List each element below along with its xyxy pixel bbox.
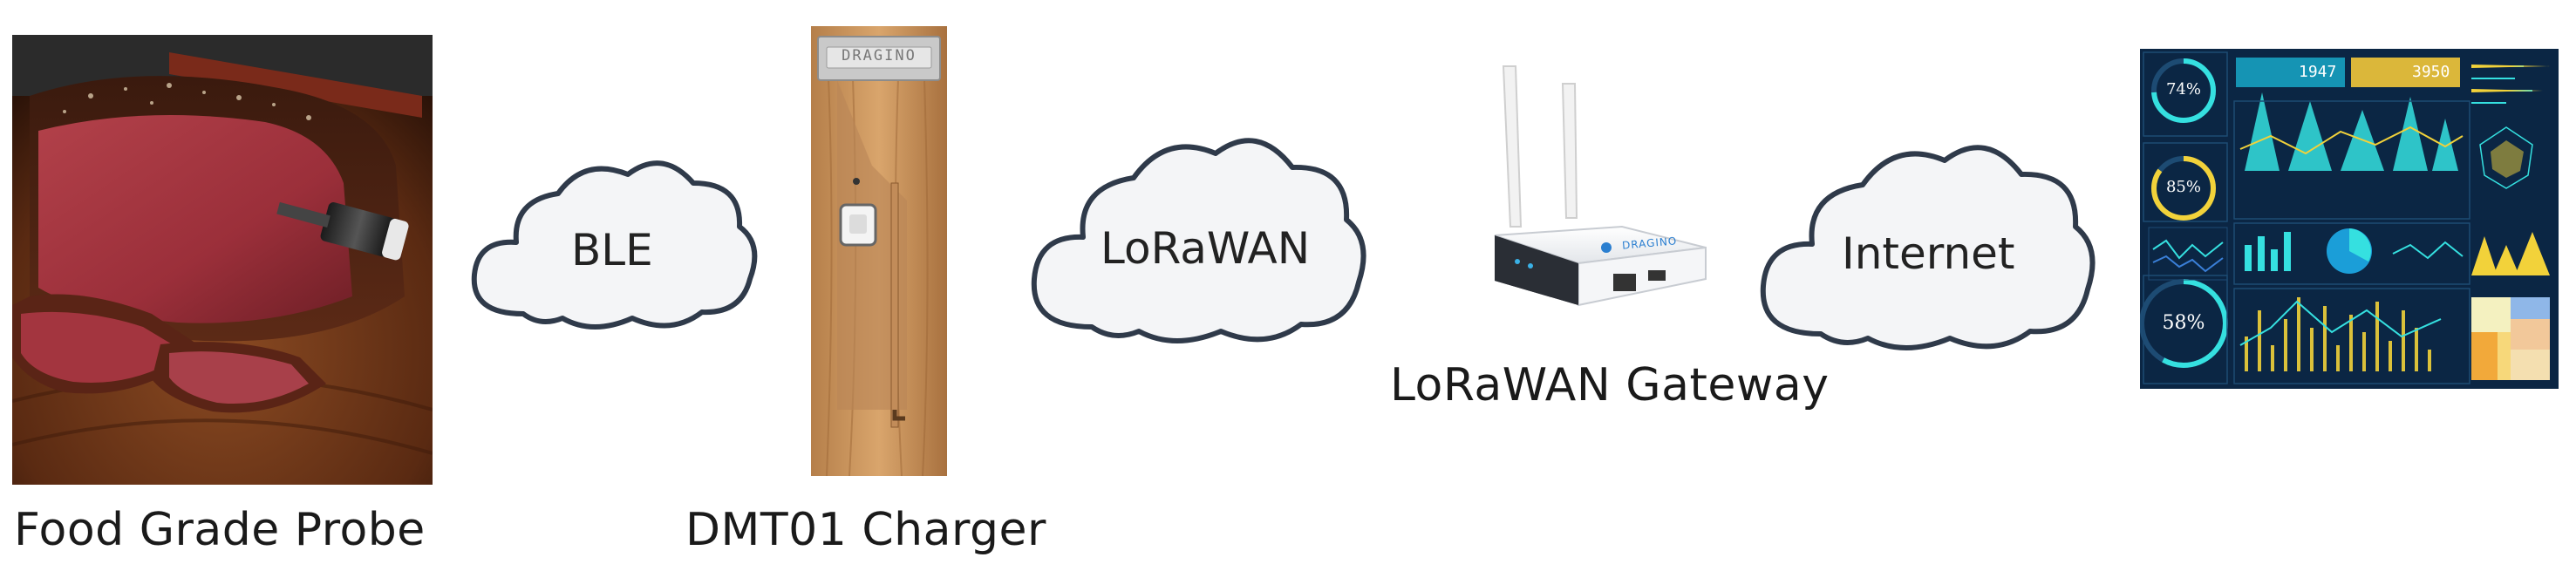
internet-label: Internet <box>1842 228 2015 279</box>
dashboard-image: 74% 85% 58% 1947 3950 <box>2140 49 2559 389</box>
charger-caption: DMT01 Charger <box>685 504 1046 556</box>
food-probe-image <box>12 35 433 485</box>
ble-label: BLE <box>571 225 653 275</box>
gateway-image <box>1482 61 1718 323</box>
lorawan-cloud <box>1022 113 1380 357</box>
probe-caption: Food Grade Probe <box>14 504 426 556</box>
lorawan-label: LoRaWAN <box>1101 223 1311 274</box>
dashboard-gauge-1: 74% <box>2165 80 2201 99</box>
charger-image <box>811 26 947 476</box>
dashboard-gauge-3: 58% <box>2162 312 2205 334</box>
charger-brand: DRAGINO <box>842 47 917 65</box>
ble-cloud <box>462 139 767 340</box>
dashboard-gauge-2: 85% <box>2165 178 2201 196</box>
dashboard-stat-1: 1947 <box>2299 63 2337 81</box>
internet-cloud <box>1751 120 2109 364</box>
gateway-caption: LoRaWAN Gateway <box>1390 359 1830 411</box>
dashboard-stat-2: 3950 <box>2412 63 2450 81</box>
